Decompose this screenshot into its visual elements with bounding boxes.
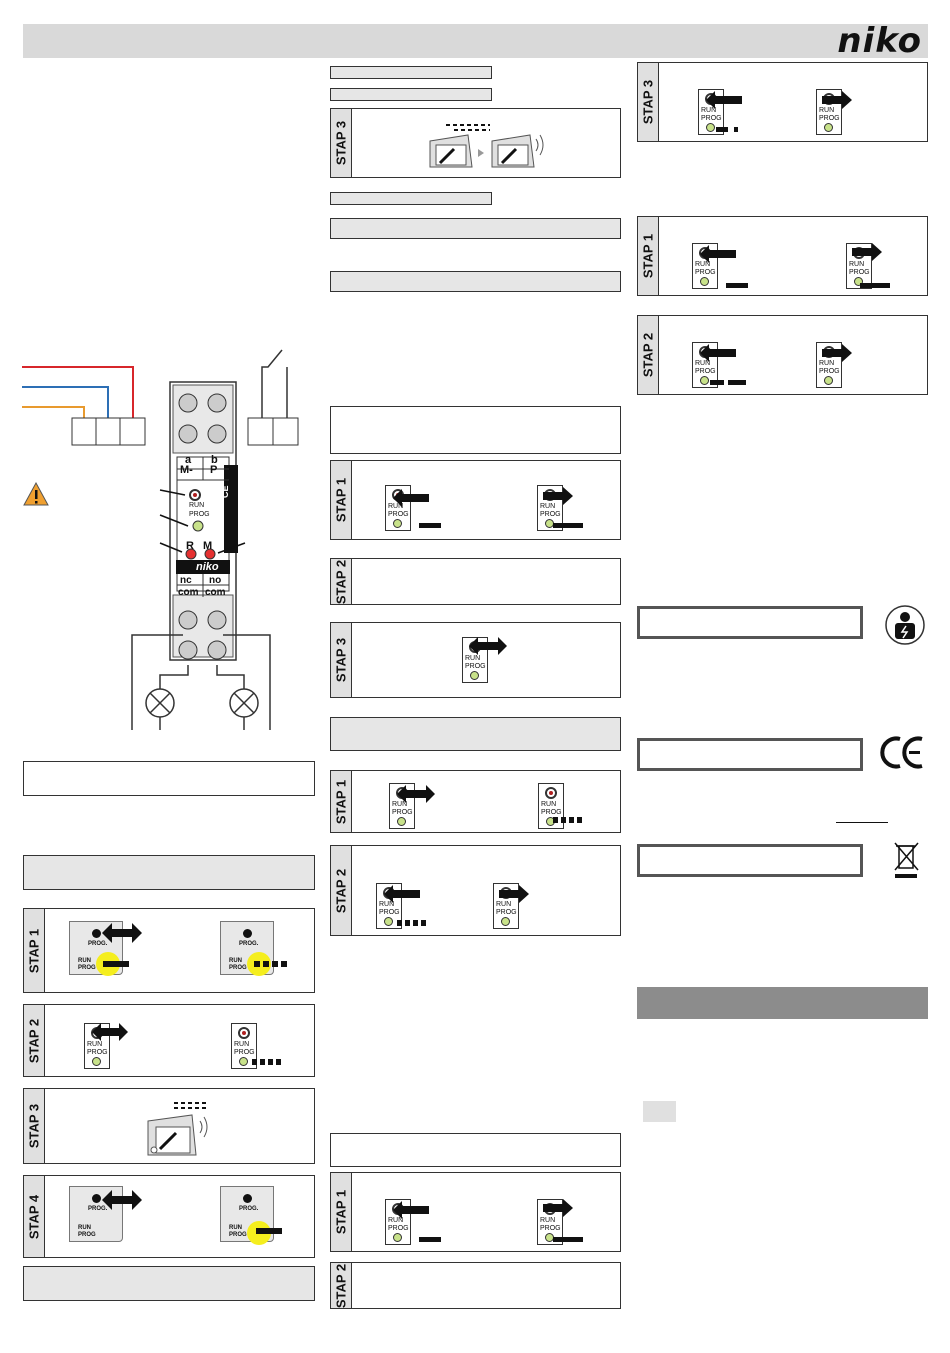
prog-panel: PROG. RUN PROG xyxy=(220,1186,274,1245)
brand-logo: niko xyxy=(837,21,922,61)
left-step-3: STAP 3 xyxy=(23,1088,315,1164)
arrow-right-icon xyxy=(499,885,529,903)
step-label: STAP 3 xyxy=(333,637,349,683)
arrow-right-icon xyxy=(543,1199,573,1217)
step-label: STAP 3 xyxy=(333,120,349,166)
step-label: STAP 4 xyxy=(26,1194,42,1239)
device-label-p: P xyxy=(210,464,218,476)
strip-3 xyxy=(330,192,492,205)
arrow-right-icon xyxy=(543,487,573,505)
arrow-left-icon xyxy=(393,489,429,507)
arrow-left-icon xyxy=(706,91,742,109)
info-box-right-3 xyxy=(637,844,863,877)
dashes-icon xyxy=(254,961,287,967)
device-label-r: R xyxy=(186,540,194,552)
dashes-icon xyxy=(397,920,426,926)
step-label: STAP 1 xyxy=(26,928,42,973)
prog-panel: PROG. RUN PROG xyxy=(69,1186,123,1242)
step-label: STAP 1 xyxy=(333,779,349,824)
info-box-right-1 xyxy=(637,606,863,639)
step-label: STAP 2 xyxy=(333,1263,349,1308)
info-box-mid-1 xyxy=(330,218,621,239)
strip-2 xyxy=(330,88,492,101)
info-box-mid-2 xyxy=(330,271,621,292)
arrow-left-icon xyxy=(393,1201,429,1219)
header-bar: niko xyxy=(23,24,928,58)
double-arrow-icon xyxy=(92,1023,128,1041)
step-label: STAP 1 xyxy=(333,1189,349,1235)
device-label-a: a xyxy=(185,454,192,466)
device-label-mm: M xyxy=(203,540,213,552)
dashes-icon xyxy=(553,817,582,823)
info-box-right-2 xyxy=(637,738,863,771)
wiring-diagram xyxy=(22,349,299,730)
device-label-com2: com xyxy=(205,587,226,598)
step-label: STAP 3 xyxy=(640,79,656,125)
mid-step-2c: STAP 2 xyxy=(330,1262,621,1309)
left-step-1: STAP 1 PROG. RUN PROG PROG. RUN PROG xyxy=(23,908,315,993)
mid-step-3a: STAP 3 xyxy=(330,108,621,178)
step-label: STAP 1 xyxy=(333,477,349,523)
grey-square xyxy=(643,1101,676,1122)
info-box-left-3 xyxy=(23,1266,315,1301)
step-label: STAP 2 xyxy=(333,868,349,913)
step-label: STAP 2 xyxy=(333,559,349,604)
info-box-left-2 xyxy=(23,855,315,890)
remote-transmitter-icon xyxy=(147,1102,208,1156)
underline-rule xyxy=(836,822,888,823)
strip-1 xyxy=(330,66,492,79)
info-box-left-1 xyxy=(23,761,315,796)
ce-mark-icon xyxy=(880,736,923,769)
info-box-mid-5 xyxy=(330,1133,621,1167)
device-label-com1: com xyxy=(178,587,199,598)
weee-bin-icon xyxy=(894,842,919,878)
arrow-left-icon xyxy=(700,344,736,362)
left-step-4: STAP 4 PROG. RUN PROG PROG. RUN PROG xyxy=(23,1175,315,1258)
double-arrow-icon xyxy=(102,1190,142,1210)
device-label-b: b xyxy=(211,454,218,466)
step-label: STAP 2 xyxy=(640,332,656,378)
device-label-nc: nc xyxy=(180,575,192,586)
section-bar xyxy=(637,987,928,1019)
step-label: STAP 1 xyxy=(640,233,656,279)
arrow-left-icon xyxy=(384,885,420,903)
dashes-icon xyxy=(252,1059,281,1065)
remote-transmitter-icon xyxy=(429,124,544,168)
arrow-right-icon xyxy=(852,243,882,261)
device-ce-mark: CE xyxy=(220,485,230,498)
arrow-right-icon xyxy=(822,91,852,109)
device-label-no: no xyxy=(209,575,222,586)
mid-step-2a: STAP 2 xyxy=(330,558,621,605)
warning-icon xyxy=(23,482,49,506)
device-run-label: RUN xyxy=(189,502,205,509)
device-prog-label: PROG xyxy=(189,511,210,518)
device-label-m: M- xyxy=(180,464,193,476)
electrician-icon xyxy=(885,605,925,645)
device-model: 10-330 xyxy=(211,495,220,520)
double-arrow-icon xyxy=(397,785,435,803)
arrow-right-icon xyxy=(822,344,852,362)
info-box-mid-3 xyxy=(330,406,621,454)
step-label: STAP 2 xyxy=(26,1018,42,1063)
double-arrow-icon xyxy=(102,923,142,943)
arrow-left-icon xyxy=(700,245,736,263)
device-brand: niko xyxy=(196,561,219,573)
double-arrow-icon xyxy=(469,637,507,655)
info-box-mid-4 xyxy=(330,717,621,751)
step-label: STAP 3 xyxy=(26,1103,42,1149)
